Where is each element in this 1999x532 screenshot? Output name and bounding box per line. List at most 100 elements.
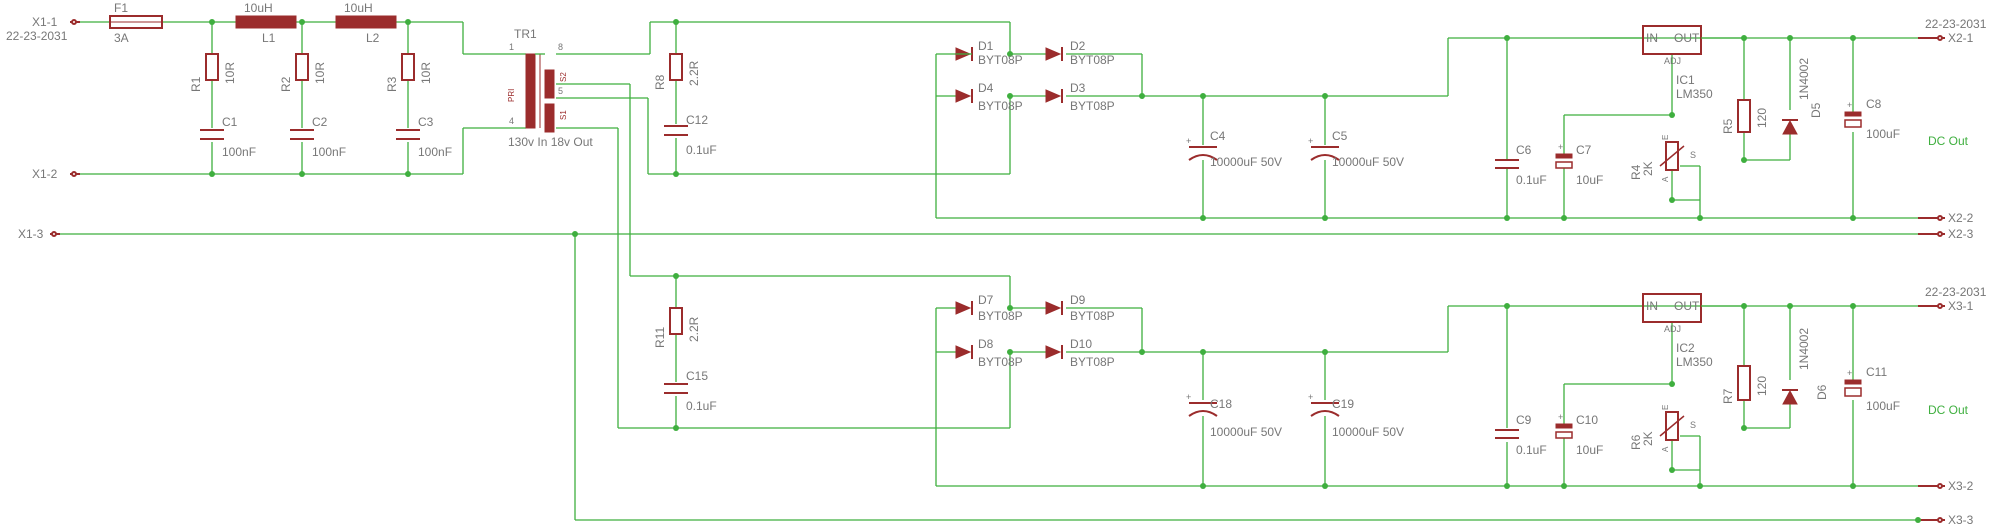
transformer-tr1-name: TR1 bbox=[514, 27, 537, 41]
capacitor-c19-name: C19 bbox=[1332, 397, 1354, 411]
regulator-ic1: IN OUT ADJ IC1 LM350 bbox=[1642, 25, 1744, 101]
regulator-ic2-name: IC2 bbox=[1676, 341, 1695, 355]
polarity-plus-icon: + bbox=[1308, 136, 1313, 146]
polarity-plus-icon: + bbox=[1186, 136, 1191, 146]
resistor-r5-value: 120 bbox=[1755, 108, 1769, 128]
capacitor-c5-name: C5 bbox=[1332, 129, 1348, 143]
diode-d4: D4 BYT08P bbox=[955, 81, 1023, 113]
capacitor-c11: + C11 100uF bbox=[1844, 365, 1900, 413]
polarity-plus-icon: + bbox=[1847, 368, 1852, 378]
capacitor-c8-value: 100uF bbox=[1866, 127, 1900, 141]
port-x2-2-label: X2-2 bbox=[1948, 211, 1974, 225]
diode-d6: D6 1N4002 bbox=[1782, 328, 1829, 405]
port-x2-1-value: 22-23-2031 bbox=[1925, 17, 1987, 31]
capacitor-c6-value: 0.1uF bbox=[1516, 173, 1547, 187]
port-x2-3-label: X2-3 bbox=[1948, 227, 1974, 241]
regulator-ic1-in: IN bbox=[1646, 31, 1658, 45]
capacitor-c12-value: 0.1uF bbox=[686, 143, 717, 157]
wires bbox=[58, 21, 1945, 521]
diode-d6-value: 1N4002 bbox=[1797, 328, 1811, 370]
diode-d8-name: D8 bbox=[978, 337, 994, 351]
capacitor-c18-value: 10000uF 50V bbox=[1210, 425, 1282, 439]
transformer-tr1: TR1 130v In 18v Out PRI S2 S1 1 4 8 5 bbox=[506, 27, 593, 149]
resistor-r7-value: 120 bbox=[1755, 376, 1769, 396]
resistor-r2-name: R2 bbox=[279, 76, 293, 92]
fuse-f1-name: F1 bbox=[114, 1, 128, 15]
inductor-l1: 10uH L1 bbox=[235, 1, 297, 45]
capacitor-c8-name: C8 bbox=[1866, 97, 1882, 111]
capacitor-c6: C6 0.1uF bbox=[1495, 143, 1547, 187]
capacitor-c18-name: C18 bbox=[1210, 397, 1232, 411]
diode-d9-value: BYT08P bbox=[1070, 309, 1115, 323]
regulator-ic1-name: IC1 bbox=[1676, 73, 1695, 87]
potentiometer-r4-e: E bbox=[1661, 135, 1670, 140]
capacitor-c18: + C18 10000uF 50V bbox=[1186, 392, 1282, 439]
capacitor-c10-name: C10 bbox=[1576, 413, 1598, 427]
polarity-plus-icon: + bbox=[1847, 100, 1852, 110]
diode-d8-value: BYT08P bbox=[978, 355, 1023, 369]
capacitor-c7: + C7 10uF bbox=[1555, 142, 1603, 187]
regulator-ic2-value: LM350 bbox=[1676, 355, 1713, 369]
potentiometer-r6-a: A bbox=[1661, 446, 1670, 452]
transformer-s2-label: S2 bbox=[559, 72, 568, 82]
polarity-plus-icon: + bbox=[1186, 392, 1191, 402]
diode-d5-value: 1N4002 bbox=[1797, 58, 1811, 100]
capacitor-c2-value: 100nF bbox=[312, 145, 346, 159]
potentiometer-r4-s: S bbox=[1690, 150, 1696, 160]
transformer-pin1: 1 bbox=[509, 42, 514, 52]
diode-d10: D10 BYT08P bbox=[1045, 337, 1115, 369]
fuse-f1: F1 3A bbox=[109, 1, 163, 45]
port-x2-1-label: X2-1 bbox=[1948, 31, 1974, 45]
resistor-r2-value: 10R bbox=[313, 62, 327, 84]
capacitor-c7-name: C7 bbox=[1576, 143, 1592, 157]
diode-d1-value: BYT08P bbox=[978, 53, 1023, 67]
fuse-f1-value: 3A bbox=[114, 31, 129, 45]
resistor-r3-value: 10R bbox=[419, 62, 433, 84]
capacitor-c15: C15 0.1uF bbox=[664, 369, 717, 413]
diode-d2-value: BYT08P bbox=[1070, 53, 1115, 67]
capacitor-c3-name: C3 bbox=[418, 115, 434, 129]
capacitor-c10-value: 10uF bbox=[1576, 443, 1603, 457]
resistor-r7: R7 120 bbox=[1721, 365, 1769, 404]
diode-d7-name: D7 bbox=[978, 293, 994, 307]
dc-out-label-1: DC Out bbox=[1928, 134, 1969, 148]
input-ports: X1-1 22-23-2031 X1-2 X1-3 bbox=[6, 15, 80, 241]
polarity-plus-icon: + bbox=[1308, 392, 1313, 402]
capacitor-c1-name: C1 bbox=[222, 115, 238, 129]
potentiometer-r4-a: A bbox=[1661, 176, 1670, 182]
regulator-ic1-out: OUT bbox=[1674, 31, 1700, 45]
regulator-ic2: IN OUT ADJ IC2 LM350 bbox=[1642, 293, 1744, 369]
port-x3-1-label: X3-1 bbox=[1948, 299, 1974, 313]
port-x3-2-label: X3-2 bbox=[1948, 479, 1974, 493]
diode-d6-name: D6 bbox=[1815, 384, 1829, 400]
transformer-pin8: 8 bbox=[558, 42, 563, 52]
resistor-r2: R2 10R bbox=[279, 53, 327, 92]
potentiometer-r6-s: S bbox=[1690, 420, 1696, 430]
resistor-r7-name: R7 bbox=[1721, 388, 1735, 404]
regulator-ic2-adj: ADJ bbox=[1664, 324, 1681, 334]
resistor-r1-name: R1 bbox=[189, 76, 203, 92]
polarity-plus-icon: + bbox=[1558, 142, 1563, 152]
resistor-r8-value: 2.2R bbox=[687, 60, 701, 86]
potentiometer-r6: R6 2K E A S bbox=[1629, 405, 1696, 452]
capacitor-c5-value: 10000uF 50V bbox=[1332, 155, 1404, 169]
regulator-ic1-value: LM350 bbox=[1676, 87, 1713, 101]
capacitor-c9-value: 0.1uF bbox=[1516, 443, 1547, 457]
resistor-r11: R11 2.2R bbox=[653, 307, 701, 348]
port-x1-3-label: X1-3 bbox=[18, 227, 44, 241]
inductor-l2-value: 10uH bbox=[344, 1, 373, 15]
regulator-ic1-adj: ADJ bbox=[1664, 56, 1681, 66]
resistor-r5: R5 120 bbox=[1721, 99, 1769, 134]
capacitor-c1-value: 100nF bbox=[222, 145, 256, 159]
port-x1-2-label: X1-2 bbox=[32, 167, 58, 181]
capacitor-c11-value: 100uF bbox=[1866, 399, 1900, 413]
transformer-s1-label: S1 bbox=[559, 110, 568, 120]
resistor-r3-name: R3 bbox=[385, 76, 399, 92]
diode-d2-name: D2 bbox=[1070, 39, 1086, 53]
capacitor-c10: + C10 10uF bbox=[1555, 412, 1603, 457]
inductor-l1-value: 10uH bbox=[244, 1, 273, 15]
potentiometer-r6-value: 2K bbox=[1641, 431, 1655, 446]
capacitor-c12-name: C12 bbox=[686, 113, 708, 127]
diode-d9: D9 BYT08P bbox=[1045, 293, 1115, 323]
